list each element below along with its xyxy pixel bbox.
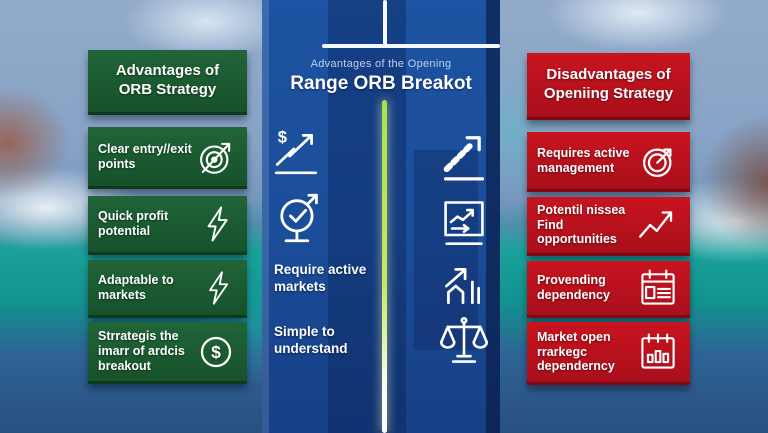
clock-breakout-icon [638, 140, 680, 182]
market-check-icon [272, 190, 324, 246]
disadvantage-item: Requires active management [527, 132, 690, 192]
chart-window-icon [438, 194, 490, 250]
lightning-icon [199, 203, 237, 245]
momentum-arrow-icon [438, 126, 490, 182]
header-rule-line [322, 44, 500, 48]
disadvantage-label: Requires active management [537, 145, 630, 175]
advantages-header: Advantages of ORB Strategy [88, 50, 247, 115]
column-left-edge [262, 0, 269, 433]
disadvantage-item: Provending dependency [527, 261, 690, 318]
disadvantage-label: Potentil nissea Find opportunities [537, 202, 626, 247]
money-growth-icon: $ [272, 126, 322, 178]
rising-arrow-icon [632, 205, 680, 245]
disadvantage-item: Potentil nissea Find opportunities [527, 197, 690, 256]
svg-text:$: $ [211, 342, 221, 362]
svg-text:$: $ [278, 128, 288, 147]
title-block: Advantages of the Opening Range ORB Brea… [262, 58, 500, 95]
disadvantages-header-label: Disadvantages of Openiing Strategy [543, 66, 674, 102]
title-subtitle: Advantages of the Opening [310, 58, 452, 70]
calendar-lines-icon [636, 266, 680, 310]
calendar-bars-icon [636, 330, 680, 374]
vertical-accent-line [382, 100, 387, 433]
background-shape [414, 150, 478, 350]
growth-bars-icon [438, 258, 488, 310]
advantage-label: Quick profit potential [98, 209, 169, 238]
disadvantage-label: Provending dependency [537, 273, 610, 302]
column-right-edge [486, 0, 500, 433]
advantage-item: Adaptable to markets [88, 260, 247, 318]
top-tick-line [383, 0, 387, 48]
advantage-label: Strrategis the imarr of ardcis breakout [98, 329, 185, 373]
balance-scales-icon [438, 312, 490, 370]
dollar-circle-icon: $ [195, 331, 237, 373]
advantage-label: Clear entry//exit points [98, 141, 192, 171]
advantage-item: Clear entry//exit points [88, 127, 247, 189]
disadvantage-label: Market open rrarkegc dependerncy [537, 329, 615, 374]
center-note: Simple to understand [274, 324, 348, 356]
center-column [262, 0, 500, 433]
disadvantage-item: Market open rrarkegc dependerncy [527, 322, 690, 385]
background-shape [328, 0, 406, 433]
advantage-item: Strrategis the imarr of ardcis breakout … [88, 322, 247, 384]
lightning-icon [201, 268, 237, 308]
center-note: Require active markets [274, 262, 367, 294]
advantage-label: Adaptable to markets [98, 272, 174, 302]
disadvantages-header: Disadvantages of Openiing Strategy [527, 53, 690, 120]
page-title: Range ORB Breakot [290, 73, 472, 94]
advantage-item: Quick profit potential [88, 196, 247, 255]
advantages-header-label: Advantages of ORB Strategy [115, 62, 220, 98]
target-arrow-icon [195, 136, 237, 178]
